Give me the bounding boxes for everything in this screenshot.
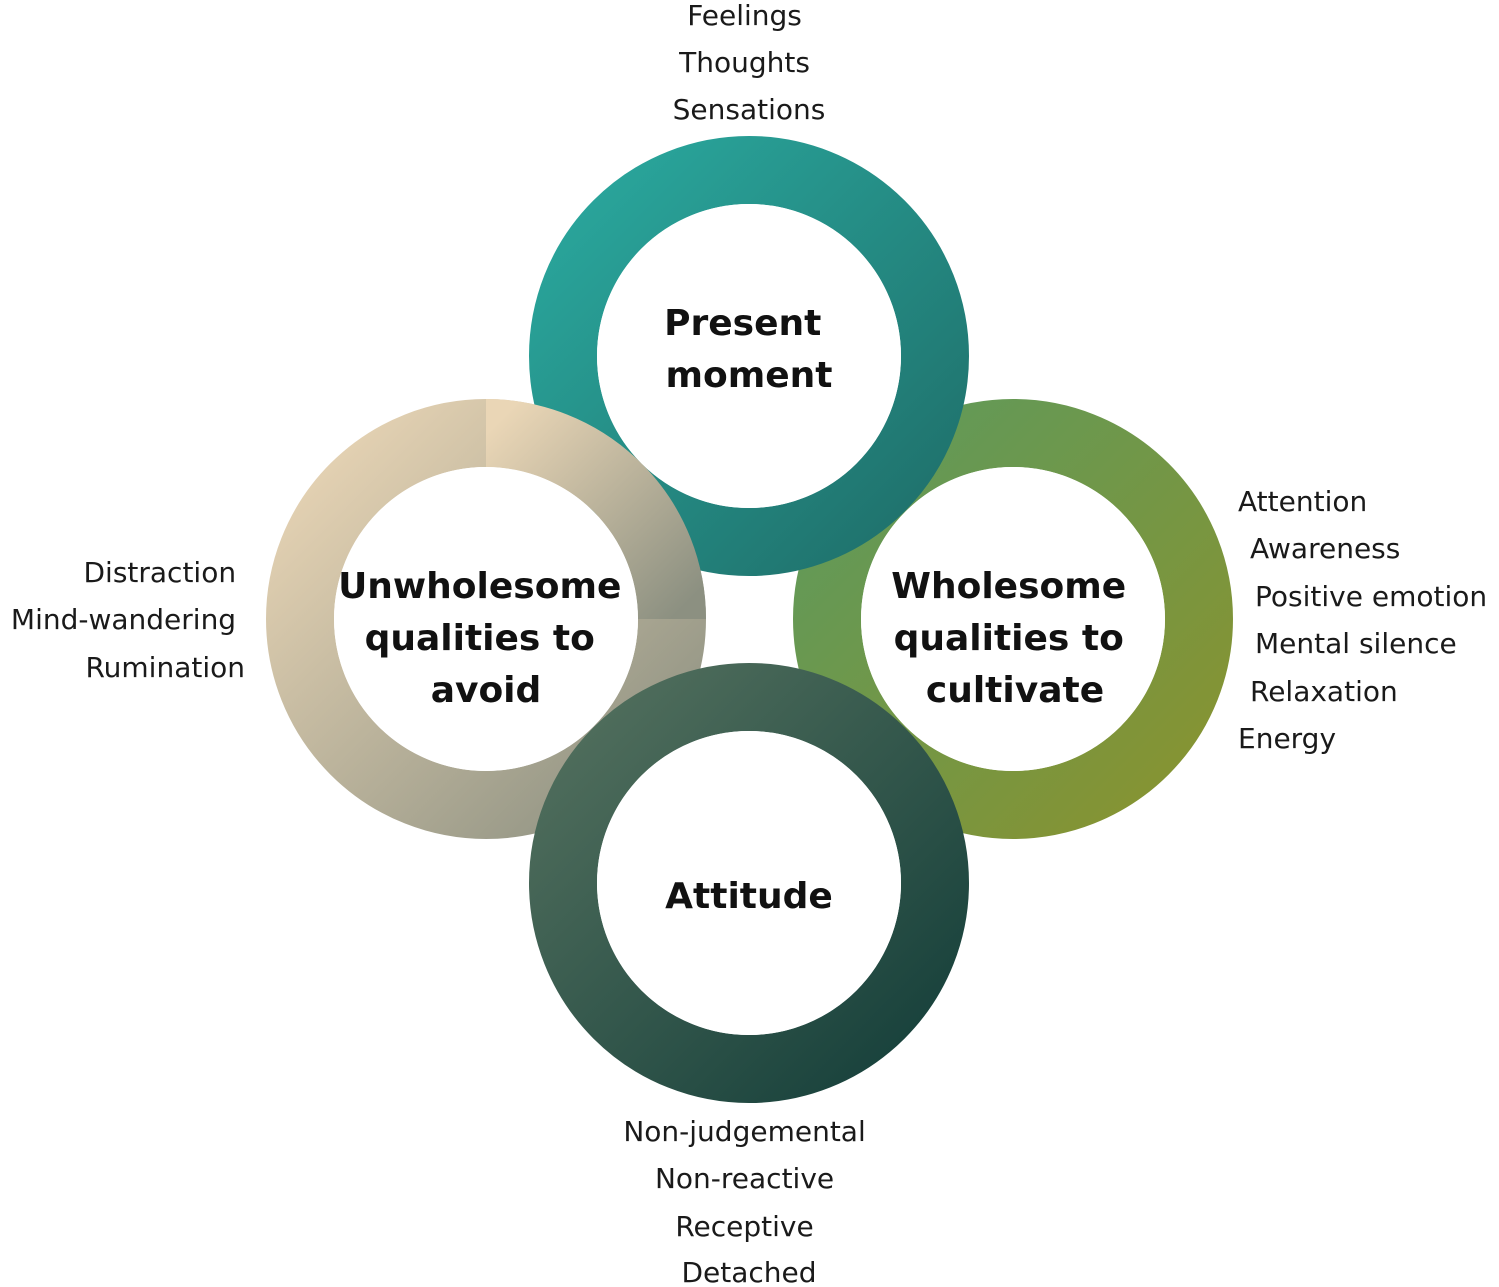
unwholesome-center [334,467,638,771]
unwholesome-ring-overlap-arc [485,399,706,620]
left-list-item: Rumination [85,651,245,684]
attitude-label: Attitude [665,876,833,917]
unwholesome-label-line: qualities to [365,618,595,659]
wholesome-label-line: qualities to [894,618,1124,659]
unwholesome-label-line: Unwholesome [338,566,621,607]
right-list-item: Positive emotion [1255,580,1487,613]
right-list-item: Awareness [1250,532,1400,565]
top-list-item: Thoughts [678,46,810,79]
bottom-list-item: Detached [681,1256,816,1287]
left-list-item: Mind-wandering [11,603,236,636]
wholesome-label-line: Wholesome [891,566,1126,607]
wholesome-center [861,467,1165,771]
wholesome-label-line: cultivate [926,670,1104,711]
attitude-label-line: Attitude [665,876,833,917]
top-list-item: Feelings [687,0,802,32]
bottom-list-item: Non-reactive [655,1162,834,1195]
right-list-item: Mental silence [1255,627,1457,660]
right-list-item: Relaxation [1250,675,1398,708]
left-list-item: Distraction [83,556,236,589]
right-list-item: Energy [1238,722,1336,755]
unwholesome-label: Unwholesome qualities to avoid [338,566,634,711]
wholesome-ring [793,399,1233,839]
present-moment-label: Present moment [664,303,834,396]
bottom-list-item: Receptive [675,1210,813,1243]
present-moment-center [597,204,901,508]
attitude-center [597,731,901,1035]
right-list: Attention Awareness Positive emotion Men… [1238,485,1496,755]
bottom-list: Non-judgemental Non-reactive Receptive D… [623,1115,874,1287]
top-list: Feelings Thoughts Sensations [673,0,826,126]
left-list: Distraction Mind-wandering Rumination [11,556,245,684]
wholesome-label: Wholesome qualities to cultivate [891,566,1138,711]
top-list-item: Sensations [673,93,826,126]
present-moment-ring [529,136,969,576]
bottom-list-item: Non-judgemental [623,1115,865,1148]
unwholesome-label-line: avoid [431,670,542,711]
right-list-item: Attention [1238,485,1367,518]
present-moment-label-line: Present [664,303,821,344]
attitude-ring [529,663,969,1103]
present-moment-label-line: moment [665,355,832,396]
